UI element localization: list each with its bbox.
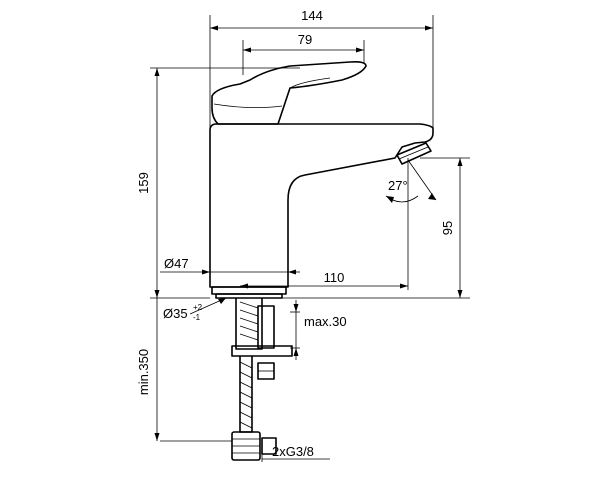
dimension-labels: 144 79 159 Ø47 110 95 27° Ø35 +2 -1 max.…: [136, 8, 455, 459]
extension-lines: [150, 15, 470, 442]
body-diameter-label: Ø47: [164, 256, 189, 271]
hole-tol-minus: -1: [193, 313, 201, 322]
overall-width-label: 144: [301, 8, 323, 23]
max-deck-thickness-label: max.30: [304, 314, 347, 329]
threaded-rod: [235, 298, 263, 350]
hole-tol-plus: +2: [193, 303, 203, 312]
hole-diameter-label: Ø35: [163, 306, 188, 321]
faucet-body-outline: [209, 123, 434, 288]
min-hose-length-label: min.350: [136, 349, 151, 395]
hose-connection-label: 2xG3/8: [272, 444, 314, 459]
fixing-bracket: [231, 345, 293, 357]
spout-height-label: 95: [440, 221, 455, 235]
base-ring: [215, 293, 283, 299]
under-deck-fixings: [231, 298, 293, 461]
total-height-label: 159: [136, 172, 151, 194]
faucet-body: [209, 123, 434, 299]
lever-handle: [211, 61, 367, 125]
spout-aerator: [396, 142, 432, 165]
handle-outline: [211, 61, 367, 125]
spout-reach-label: 110: [324, 270, 345, 285]
spout-angle-label: 27°: [388, 178, 408, 193]
dimension-lines: [154, 25, 463, 462]
fixing-nut: [257, 305, 275, 349]
base-plate: [211, 286, 287, 295]
handle-width-label: 79: [298, 32, 312, 47]
